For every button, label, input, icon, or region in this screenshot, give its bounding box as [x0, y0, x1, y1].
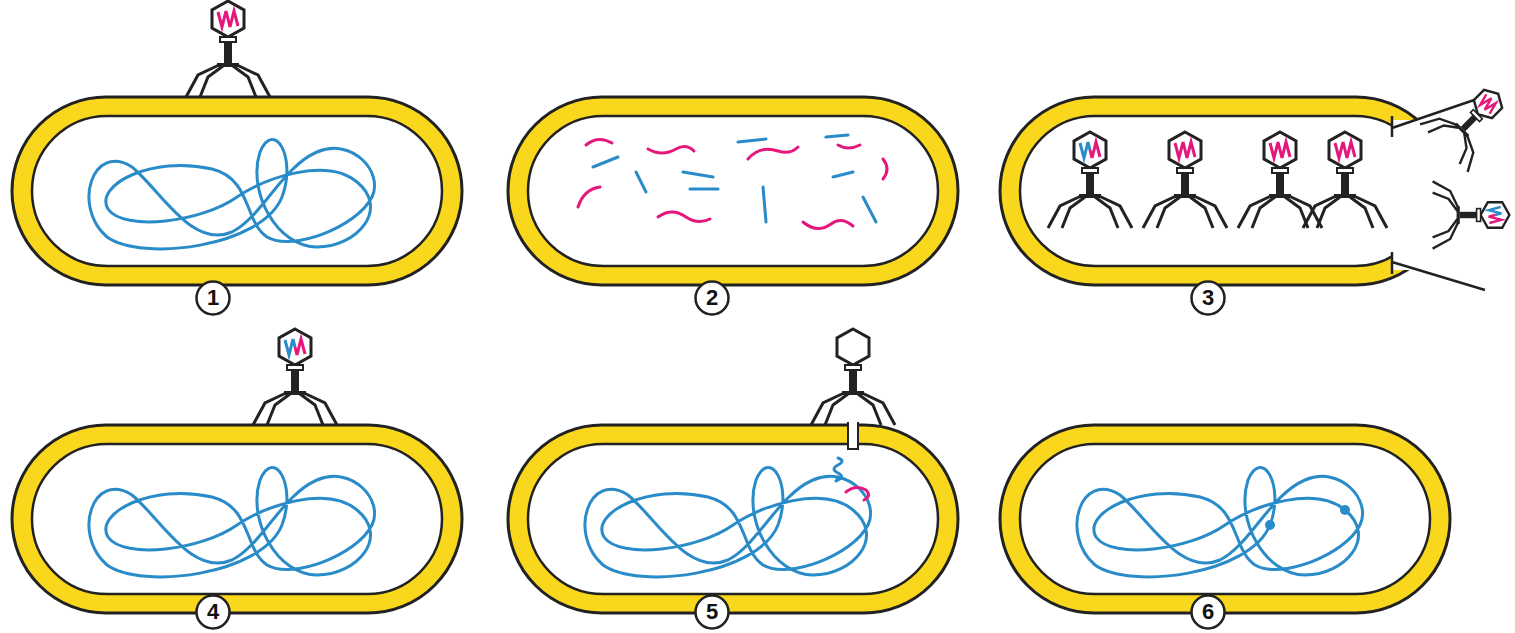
bacterium [12, 97, 462, 285]
injection-channel [848, 421, 858, 449]
circle-shape [696, 282, 729, 315]
callout-number: 2 [706, 287, 718, 309]
circle-shape [1192, 282, 1225, 315]
callout-circle: 6 [1190, 594, 1226, 630]
phage [186, 1, 270, 97]
callout-circle: 1 [195, 280, 231, 316]
circle-shape [197, 596, 230, 629]
callout-circle: 5 [694, 594, 730, 630]
bacterium [508, 425, 958, 613]
phage [1303, 132, 1387, 228]
bacterium [1000, 425, 1450, 613]
callout-circle: 2 [694, 280, 730, 316]
dna-fragments [578, 135, 887, 229]
phage [253, 329, 337, 425]
phage [811, 329, 895, 425]
phage [1143, 132, 1227, 228]
phage [1433, 181, 1510, 248]
circle-shape [1192, 596, 1225, 629]
phage [1048, 132, 1132, 228]
callout-number: 1 [207, 287, 219, 309]
bacterium [508, 97, 958, 285]
bacterium [1000, 97, 1485, 290]
callout-number: 3 [1202, 287, 1214, 309]
circle-shape [696, 596, 729, 629]
callout-number: 4 [207, 601, 219, 623]
callout-circle: 3 [1190, 280, 1226, 316]
injected-dna [834, 458, 869, 500]
circle-shape [197, 282, 230, 315]
callout-number: 5 [706, 601, 718, 623]
bacterium [12, 425, 462, 613]
callout-number: 6 [1202, 601, 1214, 623]
phage [1420, 70, 1515, 172]
callout-circle: 4 [195, 594, 231, 630]
